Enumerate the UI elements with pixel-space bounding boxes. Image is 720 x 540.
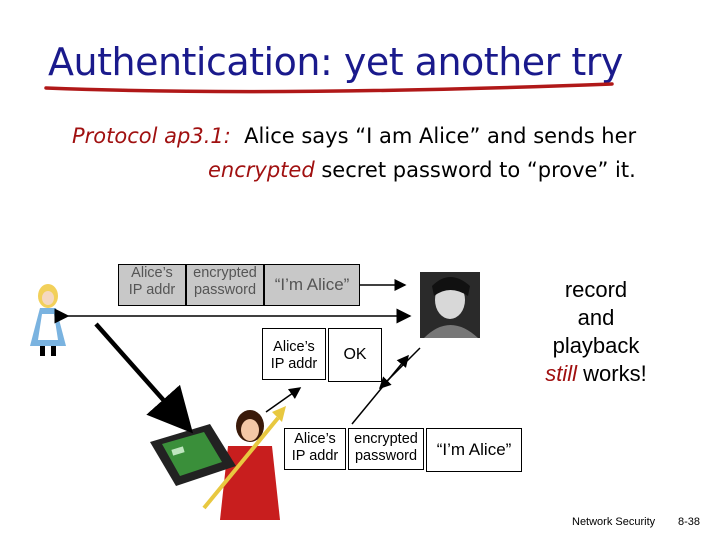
protocol-line-2: encrypted secret password to “prove” it. [208, 158, 636, 182]
alice-figure [30, 284, 66, 356]
bob-photo [420, 272, 480, 338]
bottom-enc-line1: encrypted [354, 431, 418, 447]
footer-title: Network Security [572, 516, 656, 528]
replay-arrow [265, 387, 302, 413]
top-ip-line2: IP addr [128, 282, 176, 298]
record-arrow [94, 322, 193, 434]
reply-ok-box: OK [328, 328, 382, 382]
top-encrypted-password-box: encrypted password [186, 264, 264, 306]
protocol-text-1: Alice says “I am Alice” and sends her [244, 124, 637, 148]
side-note-emphasis: still [545, 361, 578, 386]
protocol-label: Protocol ap3.1: [72, 124, 231, 148]
bottom-ip-addr-box: Alice’s IP addr [284, 428, 346, 470]
reply-ip-line1: Alice’s [273, 339, 315, 355]
replay-to-bob-arrow [351, 354, 409, 425]
protocol-emphasis: encrypted [208, 158, 315, 182]
slide-title: Authentication: yet another try [48, 40, 623, 84]
top-enc-line2: password [193, 282, 257, 298]
side-note-line3: playback [552, 333, 640, 358]
side-note: record and playback still works! [536, 276, 656, 388]
side-note-line4: still works! [536, 360, 656, 388]
footer-page-number: 8-38 [678, 516, 701, 528]
bottom-ip-line1: Alice’s [294, 431, 336, 447]
title-underline [44, 82, 614, 94]
side-note-rest: works! [583, 361, 647, 386]
top-enc-line1: encrypted [193, 265, 257, 281]
bottom-ip-line2: IP addr [291, 448, 339, 464]
protocol-line-1: Protocol ap3.1: Alice says “I am Alice” … [72, 124, 636, 148]
top-claim-box: “I’m Alice” [264, 264, 360, 306]
bottom-enc-line2: password [354, 448, 418, 464]
reply-ip-addr-box: Alice’s IP addr [262, 328, 326, 380]
side-note-line2: and [577, 305, 615, 330]
side-note-line1: record [564, 277, 628, 302]
protocol-text-2: secret password to “prove” it. [321, 158, 636, 182]
top-ip-addr-box: Alice’s IP addr [118, 264, 186, 306]
recorder-device [150, 424, 236, 486]
reply-ip-line2: IP addr [270, 356, 318, 372]
top-ip-line1: Alice’s [131, 265, 173, 281]
bottom-claim-box: “I’m Alice” [426, 428, 522, 472]
bottom-encrypted-password-box: encrypted password [348, 428, 424, 470]
